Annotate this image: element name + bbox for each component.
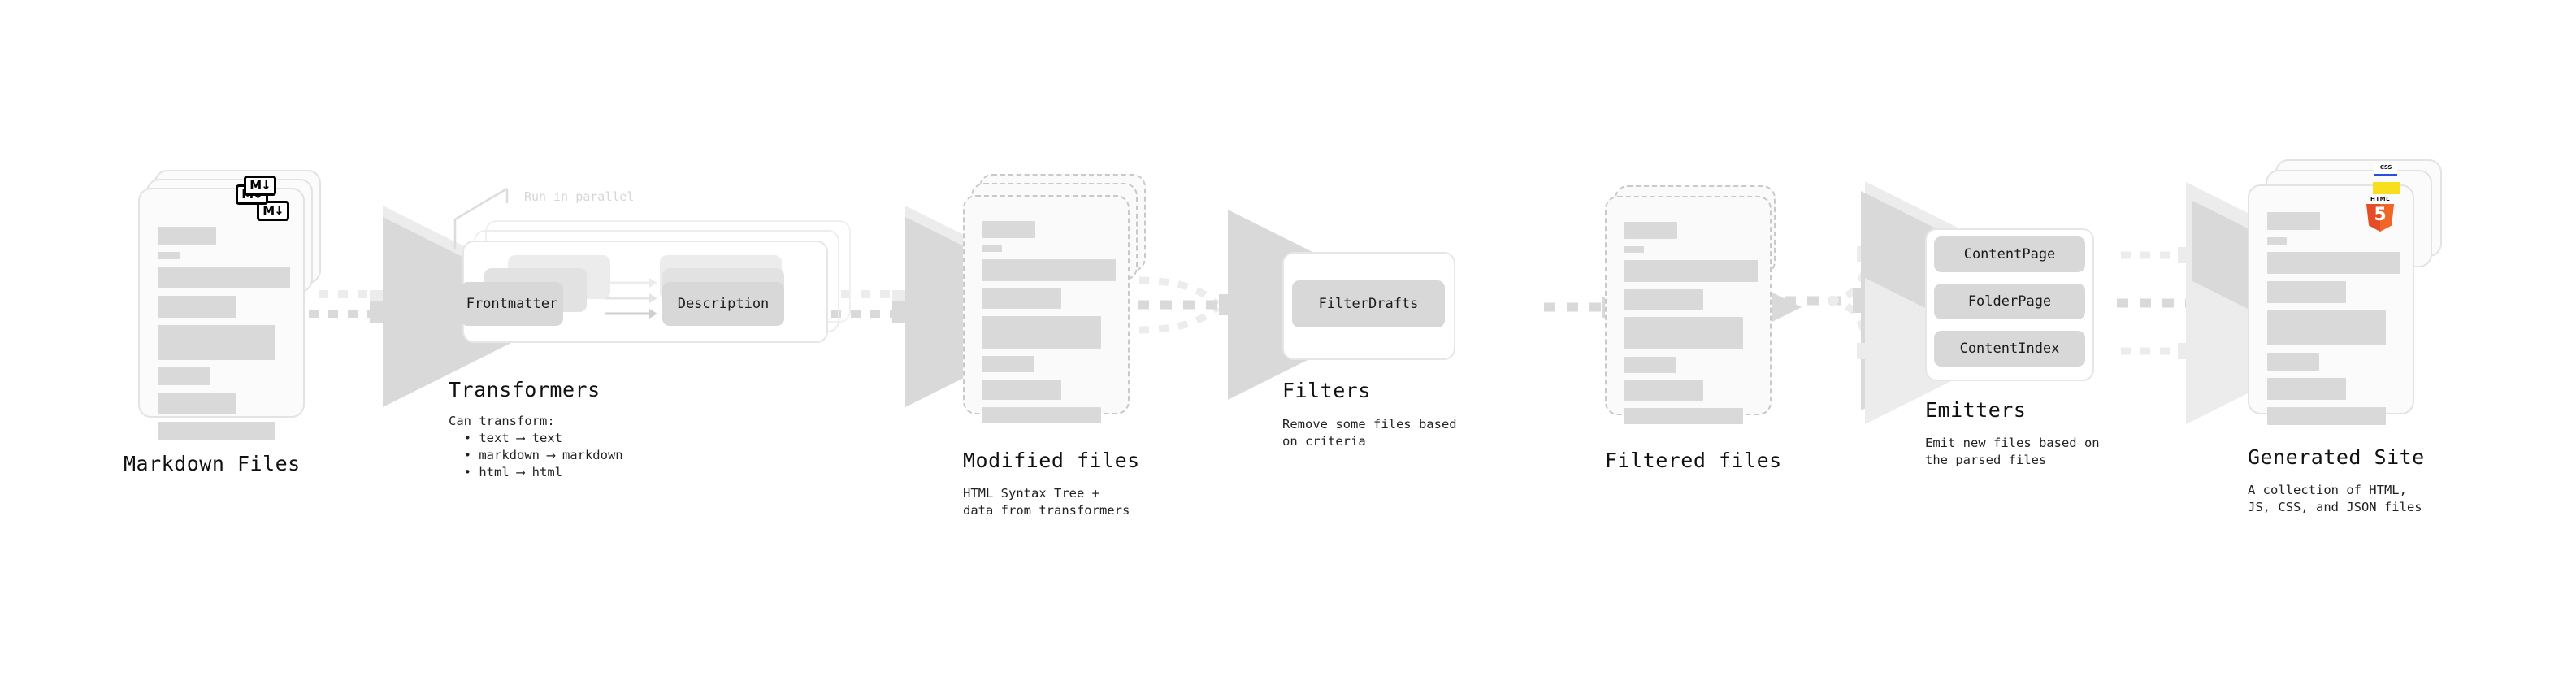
filters-subtitle-line-0: Remove some files based — [1282, 417, 1457, 432]
filtered-card-front — [1605, 196, 1772, 424]
transformers-node-frontmatter[interactable]: Frontmatter — [461, 282, 563, 326]
modified-card-front — [963, 195, 1130, 423]
modified-card-content — [982, 221, 1116, 431]
run-in-parallel-leader — [453, 187, 509, 249]
transformers-subtitle-line-2: • markdown ⟶ markdown — [449, 448, 623, 462]
site-subtitle-line-1: JS, CSS, and JSON files — [2248, 500, 2422, 514]
transformers-node-description[interactable]: Description — [662, 282, 784, 326]
run-in-parallel-label: Run in parallel — [524, 189, 635, 204]
caption-emitters: Emitters — [1925, 398, 2027, 422]
markdown-badge-label: M — [249, 178, 262, 193]
emitters-subtitle-line-0: Emit new files based on — [1925, 436, 2100, 450]
css-badge: CSS — [2374, 163, 2397, 176]
transformers-subtitle-line-0: Can transform: — [449, 414, 555, 428]
connector-modified-to-filters — [1138, 210, 1418, 400]
transformers-subtitle-line-3: • html ⟶ html — [449, 465, 562, 479]
caption-generated-site: Generated Site — [2248, 445, 2425, 469]
markdown-card-front: M↓ — [138, 188, 305, 440]
modified-subtitle-line-1: data from transformers — [963, 503, 1130, 518]
caption-transformers: Transformers — [449, 378, 601, 401]
transformers-subtitle-line-1: • text ⟶ text — [449, 431, 562, 445]
emitters-subtitle-line-1: the parsed files — [1925, 453, 2047, 467]
html5-badge-word: HTML — [2370, 196, 2391, 202]
html5-badge: HTML 5 — [2365, 196, 2396, 232]
html5-badge-number: 5 — [2374, 205, 2387, 225]
site-subtitle-line-0: A collection of HTML, — [2248, 483, 2407, 497]
transformers-subtitle: Can transform: • text ⟶ text • markdown … — [449, 413, 623, 481]
filters-subtitle: Remove some files based on criteria — [1282, 416, 1457, 450]
markdown-card-content — [158, 227, 290, 447]
connector-filtered-to-emitters — [1785, 181, 2080, 424]
modified-files-subtitle: HTML Syntax Tree + data from transformer… — [963, 485, 1130, 519]
transformers-inner-arrows — [605, 278, 657, 319]
caption-filters: Filters — [1282, 379, 1371, 402]
filters-node-filterdrafts[interactable]: FilterDrafts — [1292, 280, 1445, 327]
connector-emitters-to-site — [2117, 182, 2397, 424]
caption-modified-files: Modified files — [963, 449, 1140, 472]
emitters-node-contentpage[interactable]: ContentPage — [1934, 236, 2085, 272]
caption-filtered-files: Filtered files — [1605, 449, 1782, 472]
generated-site-subtitle: A collection of HTML, JS, CSS, and JSON … — [2248, 482, 2422, 516]
connector-markdown-to-transformers — [309, 206, 573, 407]
filtered-card-content — [1624, 222, 1758, 432]
site-card-front: HTML 5 — [2248, 184, 2414, 425]
filters-subtitle-line-1: on criteria — [1282, 434, 1366, 449]
js-badge — [2373, 182, 2400, 194]
emitters-node-contentindex[interactable]: ContentIndex — [1934, 331, 2085, 367]
modified-subtitle-line-0: HTML Syntax Tree + — [963, 486, 1099, 501]
emitters-subtitle: Emit new files based on the parsed files — [1925, 435, 2100, 469]
markdown-badge-back: M↓ — [244, 176, 276, 196]
emitters-node-folderpage[interactable]: FolderPage — [1934, 284, 2085, 319]
site-card-content — [2267, 212, 2400, 432]
caption-markdown-files: Markdown Files — [124, 452, 301, 475]
